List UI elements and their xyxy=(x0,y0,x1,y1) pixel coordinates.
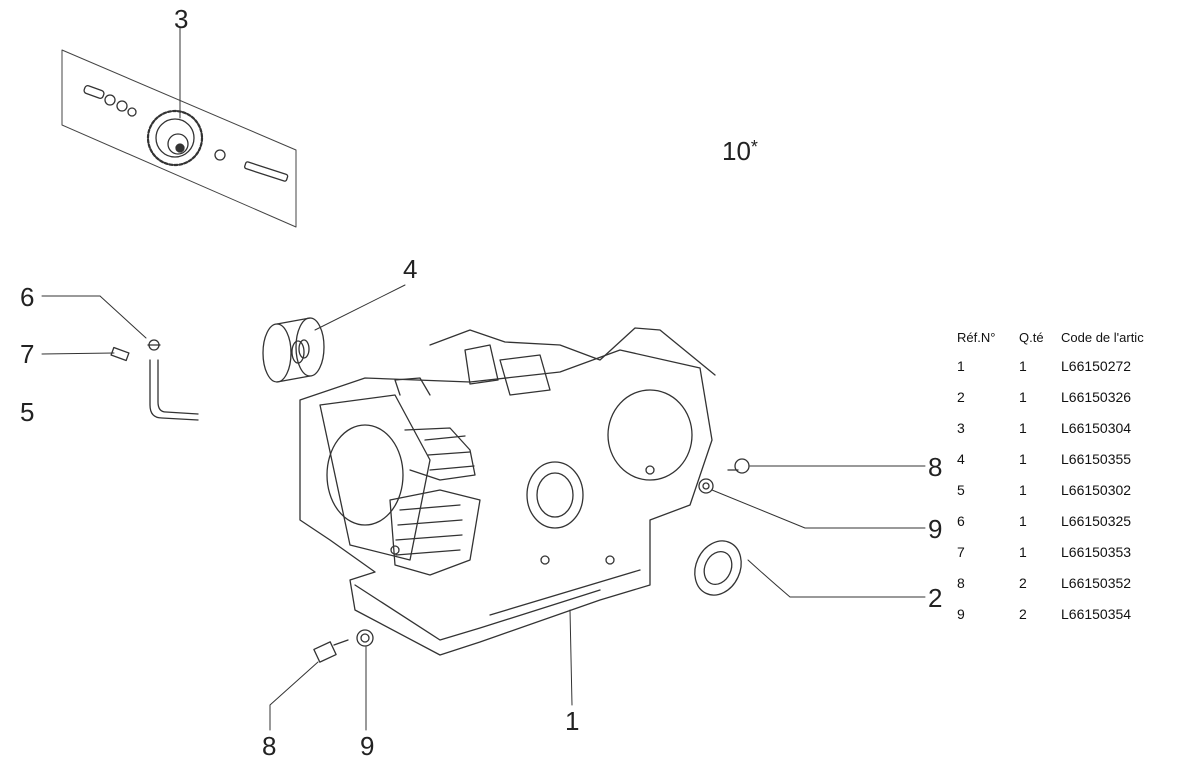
table-row: 6 1 L66150325 xyxy=(957,505,1182,536)
callout-10: 10* xyxy=(722,138,758,164)
bolt-washer-right xyxy=(698,458,926,529)
cell-qty: 2 xyxy=(1019,574,1027,591)
header-code: Code de l'artic xyxy=(1061,330,1144,345)
cell-qty: 1 xyxy=(1019,419,1027,436)
cell-ref: 2 xyxy=(957,388,965,405)
callout-5: 5 xyxy=(20,397,35,427)
callout-3: 3 xyxy=(174,4,189,34)
oil-lever-assembly xyxy=(41,295,199,421)
callout-10-number: 10 xyxy=(722,136,751,166)
governor-shaft-pieces xyxy=(83,85,137,117)
table-row: 9 2 L66150354 xyxy=(957,598,1182,629)
callout-8-bottom: 8 xyxy=(262,731,277,761)
cell-ref: 5 xyxy=(957,481,965,498)
cell-code: L66150353 xyxy=(1061,543,1132,560)
callout-8-right: 8 xyxy=(928,452,943,482)
drain-plug-bottom xyxy=(269,629,374,731)
governor-pin xyxy=(244,161,289,182)
callout-1: 1 xyxy=(565,706,580,736)
cell-code: L66150325 xyxy=(1061,512,1132,529)
header-qty: Q.té xyxy=(1019,330,1044,345)
oil-seal xyxy=(694,540,926,598)
cell-code: L66150355 xyxy=(1061,450,1132,467)
cell-ref: 7 xyxy=(957,543,965,560)
header-ref: Réf.N° xyxy=(957,330,996,345)
table-row: 5 1 L66150302 xyxy=(957,474,1182,505)
cell-code: L66150354 xyxy=(1061,605,1132,622)
callout-4: 4 xyxy=(403,254,418,284)
parts-table-header-row: Réf.N° Q.té Code de l'artic xyxy=(957,330,1182,350)
callout-7: 7 xyxy=(20,339,35,369)
cell-ref: 3 xyxy=(957,419,965,436)
cell-ref: 6 xyxy=(957,512,965,529)
table-row: 7 1 L66150353 xyxy=(957,536,1182,567)
cell-code: L66150302 xyxy=(1061,481,1132,498)
table-row: 8 2 L66150352 xyxy=(957,567,1182,598)
cell-ref: 9 xyxy=(957,605,965,622)
crankcase xyxy=(299,327,716,706)
cell-qty: 1 xyxy=(1019,512,1027,529)
callout-10-asterisk: * xyxy=(750,137,758,157)
callout-2: 2 xyxy=(928,583,943,613)
cell-qty: 1 xyxy=(1019,388,1027,405)
callout-6: 6 xyxy=(20,282,35,312)
cell-qty: 1 xyxy=(1019,357,1027,374)
table-row: 2 1 L66150326 xyxy=(957,381,1182,412)
callout-9-right: 9 xyxy=(928,514,943,544)
cell-code: L66150272 xyxy=(1061,357,1132,374)
cell-code: L66150352 xyxy=(1061,574,1132,591)
cell-qty: 1 xyxy=(1019,481,1027,498)
table-row: 3 1 L66150304 xyxy=(957,412,1182,443)
main-bearing xyxy=(262,284,406,383)
cell-qty: 2 xyxy=(1019,605,1027,622)
cell-qty: 1 xyxy=(1019,450,1027,467)
table-row: 1 1 L66150272 xyxy=(957,350,1182,381)
cell-qty: 1 xyxy=(1019,543,1027,560)
cell-ref: 8 xyxy=(957,574,965,591)
cell-ref: 1 xyxy=(957,357,965,374)
callout-9-bottom: 9 xyxy=(360,731,375,761)
governor-gear-inset xyxy=(61,27,297,228)
governor-nut xyxy=(214,149,226,161)
cell-code: L66150326 xyxy=(1061,388,1132,405)
governor-gear xyxy=(146,109,204,167)
cell-ref: 4 xyxy=(957,450,965,467)
cell-code: L66150304 xyxy=(1061,419,1132,436)
table-row: 4 1 L66150355 xyxy=(957,443,1182,474)
